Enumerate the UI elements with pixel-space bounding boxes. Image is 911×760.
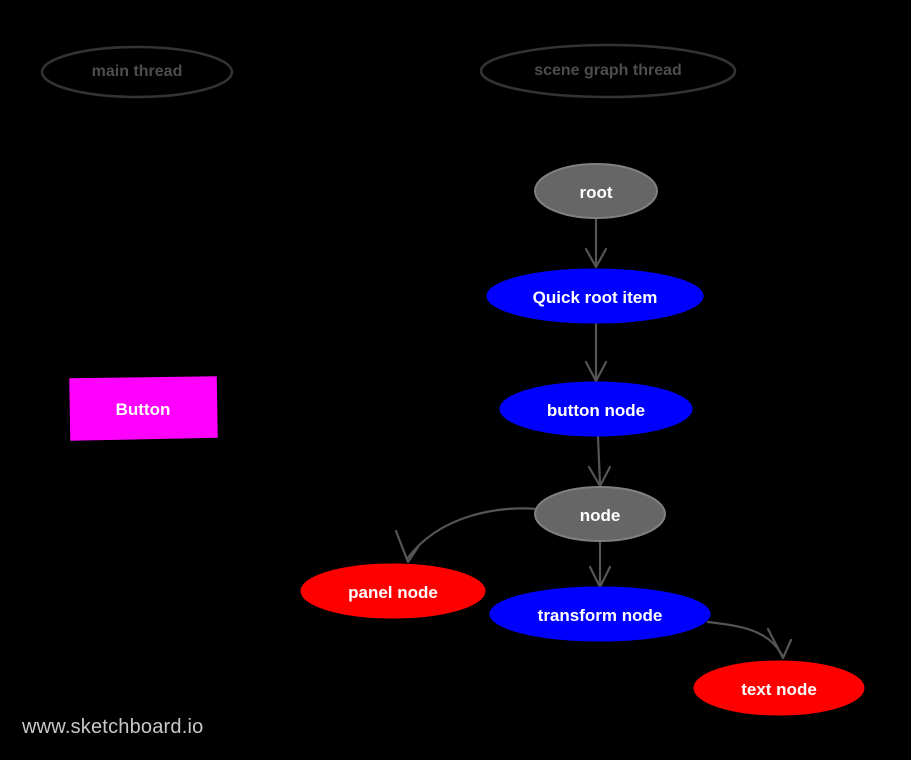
watermark-sketchboard: www.sketchboard.io — [22, 716, 204, 738]
node-panel-node[interactable] — [300, 563, 486, 619]
node-button-node[interactable] — [499, 381, 693, 437]
swimlane-main-thread[interactable] — [40, 45, 234, 99]
node-node[interactable] — [534, 486, 666, 542]
node-transform-node[interactable] — [489, 586, 711, 642]
edge-root-to-quick-root-item[interactable] — [584, 217, 608, 269]
node-quick-root-item[interactable] — [486, 268, 704, 324]
edge-quick-root-item-to-button-node[interactable] — [584, 322, 608, 383]
edge-transform-node-to-text-node[interactable] — [706, 620, 793, 660]
edge-node-to-panel-node[interactable] — [394, 507, 539, 564]
node-text-node[interactable] — [693, 660, 865, 716]
node-button[interactable] — [69, 376, 218, 441]
node-root[interactable] — [534, 163, 658, 219]
edge-button-node-to-node[interactable] — [587, 435, 612, 488]
edge-node-to-transform-node[interactable] — [588, 540, 612, 589]
swimlane-scene-graph-thread[interactable] — [479, 43, 737, 99]
